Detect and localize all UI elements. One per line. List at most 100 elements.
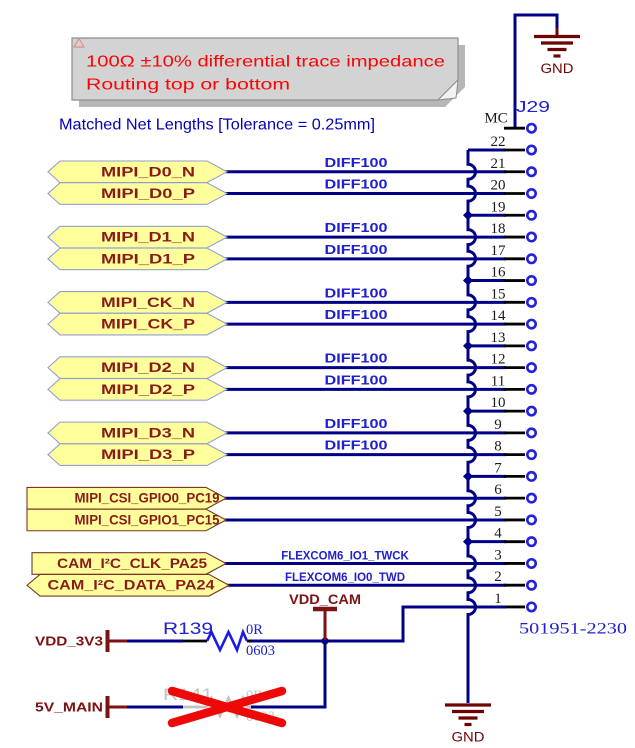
pin-circle-2[interactable] (525, 579, 537, 591)
net-port-cam-i-c-data-pa24[interactable]: CAM_I²C_DATA_PA24 (26, 573, 231, 597)
gnd-bus (466, 150, 477, 703)
port-shape (47, 378, 229, 401)
port-label: MIPI_D3_P (101, 447, 195, 462)
resistor-zigzag (205, 628, 249, 654)
junction-dot (320, 636, 330, 646)
pin-circle-1[interactable] (525, 601, 537, 613)
pin-circle-13[interactable] (525, 340, 537, 352)
port-label: MIPI_D0_P (101, 186, 195, 201)
port-label: CAM_I²C_CLK_PA25 (57, 556, 208, 571)
net-port-mipi-ck-p[interactable]: MIPI_CK_P (47, 312, 229, 336)
junction-dot (463, 536, 473, 547)
diff100-label: DIFF100 (325, 178, 388, 192)
port-label: MIPI_D1_N (101, 230, 195, 245)
port-shape (26, 486, 228, 510)
pin-number-1: 1 (494, 591, 502, 607)
net-port-mipi-csi-gpio1-pc15[interactable]: MIPI_CSI_GPIO1_PC15 (26, 508, 228, 532)
pin-circle-14[interactable] (525, 318, 537, 330)
pin-circle-10[interactable] (525, 405, 537, 417)
pin-circle-18[interactable] (525, 231, 537, 243)
pin-circle-21[interactable] (525, 166, 537, 178)
dnp-cross-stroke (167, 686, 287, 728)
net-port-mipi-d0-p[interactable]: MIPI_D0_P (47, 182, 229, 205)
pin-circle-8[interactable] (525, 449, 537, 461)
note-sticky[interactable]: 100Ω ±10% differential trace impedanceRo… (71, 37, 465, 107)
net-port-mipi-d3-n[interactable]: MIPI_D3_N (47, 421, 229, 445)
matched-net-lengths-title: Matched Net Lengths [Tolerance = 0.25mm] (59, 117, 375, 134)
pin-number-22: 22 (491, 134, 506, 150)
pin-number-20: 20 (491, 178, 506, 194)
net-port-mipi-d2-p[interactable]: MIPI_D2_P (47, 378, 229, 401)
dnp-cross-icon (167, 686, 287, 728)
port-label: MIPI_D1_P (101, 251, 195, 266)
port-shape (31, 552, 228, 575)
net-port-mipi-d3-p[interactable]: MIPI_D3_P (47, 443, 229, 467)
pin-circle-19[interactable] (525, 209, 537, 221)
pin-circle-3[interactable] (525, 557, 537, 569)
note-line-1: 100Ω ±10% differential trace impedance (86, 54, 445, 71)
port-shape (26, 573, 231, 597)
gnd-symbol-top: GND (534, 34, 580, 76)
net-port-mipi-d2-n[interactable]: MIPI_D2_N (47, 356, 229, 379)
pin-number-7: 7 (494, 460, 502, 476)
rail-port-5v-main[interactable]: 5V_MAIN (35, 696, 127, 718)
pin-circle-mc[interactable] (525, 122, 537, 134)
rail-port-vdd-3v3[interactable]: VDD_3V3 (35, 630, 127, 652)
junction-dot (463, 275, 473, 286)
pin-number-15: 15 (491, 286, 506, 302)
pin-circle-22[interactable] (525, 144, 537, 156)
diff100-label: DIFF100 (325, 243, 388, 257)
pin-circle-15[interactable] (525, 296, 537, 308)
pin-circle-7[interactable] (525, 470, 537, 482)
gnd-label: GND (452, 730, 485, 745)
pin-circle-5[interactable] (525, 514, 537, 526)
diff100-label: DIFF100 (325, 221, 388, 235)
diff100-label: DIFF100 (325, 439, 388, 453)
designator-j29: J29 (516, 99, 550, 116)
pin-number-6: 6 (494, 482, 502, 498)
diff100-label: DIFF100 (325, 417, 388, 431)
pin-number-4: 4 (494, 526, 502, 542)
net-port-mipi-d0-n[interactable]: MIPI_D0_N (47, 160, 229, 184)
pin-circle-11[interactable] (525, 383, 537, 395)
net-port-cam-i-c-clk-pa25[interactable]: CAM_I²C_CLK_PA25 (31, 552, 228, 575)
pin-circle-20[interactable] (525, 188, 537, 200)
pin-circle-9[interactable] (525, 427, 537, 439)
pin-circle-6[interactable] (525, 492, 537, 504)
net-port-mipi-d1-n[interactable]: MIPI_D1_N (47, 225, 229, 249)
port-label: MIPI_CSI_GPIO0_PC19 (75, 491, 220, 506)
diff100-label: DIFF100 (325, 308, 388, 322)
net-port-mipi-csi-gpio0-pc19[interactable]: MIPI_CSI_GPIO0_PC19 (26, 486, 228, 510)
wire-mc-gnd (513, 13, 559, 129)
pin-number-10: 10 (491, 395, 506, 411)
junction-dot (463, 471, 473, 482)
diff100-label: DIFF100 (325, 156, 388, 170)
diff100-label: DIFF100 (325, 373, 388, 387)
resistor-designator: R139 (163, 619, 213, 638)
pin-circle-4[interactable] (525, 536, 537, 548)
rail-label: VDD_3V3 (35, 634, 103, 649)
rail-label: 5V_MAIN (35, 700, 103, 715)
net-port-mipi-d1-p[interactable]: MIPI_D1_P (47, 247, 229, 271)
pin-number-8: 8 (494, 439, 502, 455)
pin-number-14: 14 (491, 308, 507, 324)
pin-number-13: 13 (491, 330, 506, 346)
port-label: MIPI_D0_N (101, 164, 195, 179)
port-shape (47, 182, 229, 205)
junction-dot (463, 210, 473, 221)
pin-circle-17[interactable] (525, 253, 537, 265)
wire-5v-branch (249, 641, 327, 709)
port-shape (26, 508, 228, 532)
pin-number-5: 5 (494, 504, 502, 520)
pin-circle-12[interactable] (525, 362, 537, 374)
net-port-mipi-ck-n[interactable]: MIPI_CK_N (47, 291, 229, 314)
port-shape (47, 312, 229, 336)
pin-circle-16[interactable] (525, 275, 537, 287)
port-label: MIPI_D3_N (101, 425, 195, 440)
gnd-label: GND (541, 61, 574, 76)
net-name-label: FLEXCOM6_IO0_TWD (285, 572, 405, 584)
port-label: CAM_I²C_DATA_PA24 (48, 578, 216, 593)
note-line-2: Routing top or bottom (86, 77, 290, 94)
